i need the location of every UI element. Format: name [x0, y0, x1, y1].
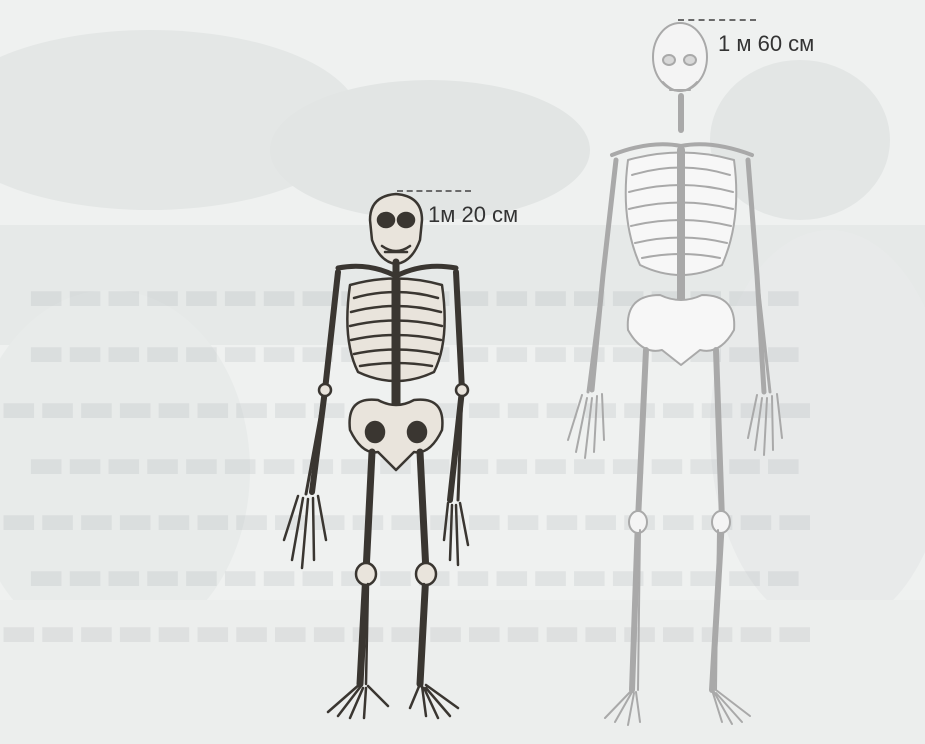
australopithecus-pelvis — [350, 400, 443, 470]
human-height-marker — [678, 19, 756, 21]
australopithecus-skull — [370, 194, 422, 264]
australopithecus-height-marker — [397, 190, 471, 192]
australopithecus-legs — [356, 452, 436, 684]
australopithecus-ribcage — [347, 279, 444, 382]
australopithecus-feet — [328, 684, 458, 718]
human-height-label: 1 м 60 см — [718, 31, 814, 57]
australopithecus-height-label: 1м 20 см — [428, 202, 518, 228]
australopithecus-hands — [284, 496, 468, 568]
